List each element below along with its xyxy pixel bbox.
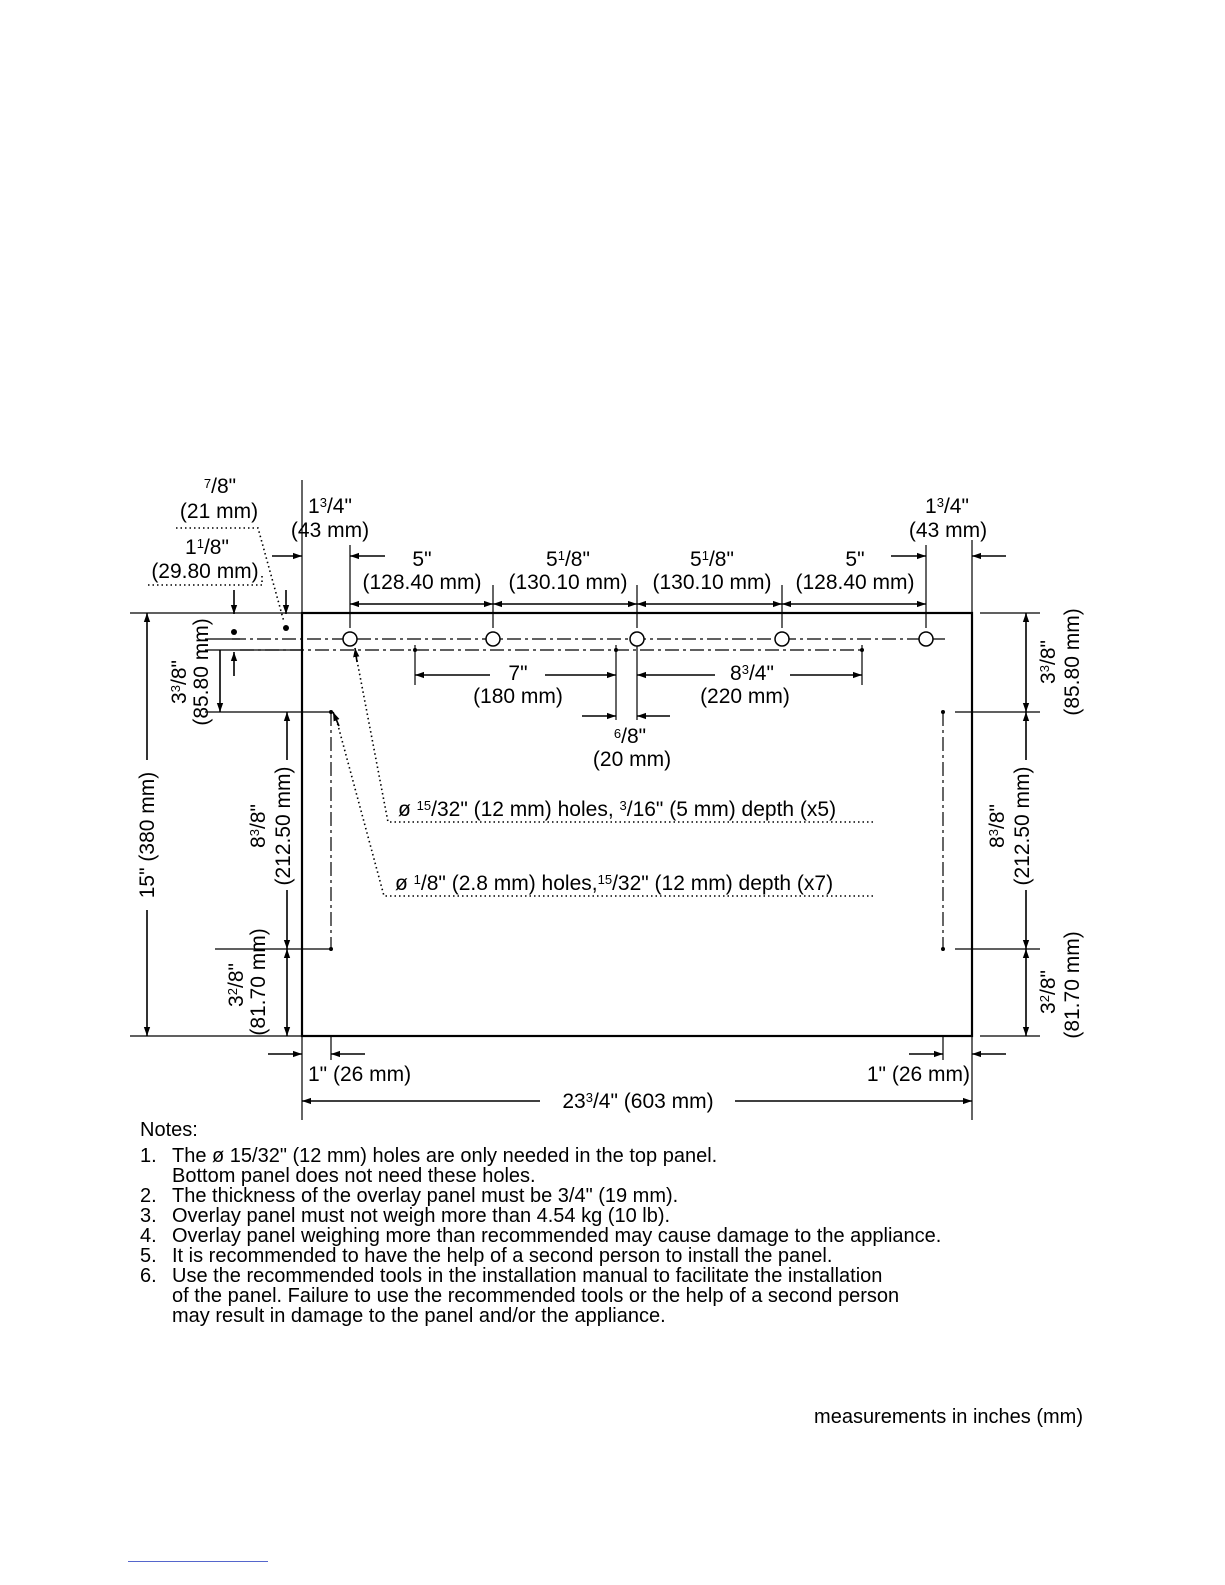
small-hole (231, 629, 237, 635)
dim-left-first-hole: 13/4" (308, 495, 352, 518)
large-hole (342, 631, 358, 647)
svg-text:(180 mm): (180 mm) (473, 685, 563, 708)
svg-text:(43 mm): (43 mm) (909, 519, 987, 542)
notes-section: Notes: 1. The ø 15/32" (12 mm) holes are … (140, 1120, 1140, 1326)
small-hole (941, 710, 945, 714)
dim-left-mid-vertical: 83/8" (247, 804, 270, 848)
dim-small-hole-gap: 6/8" (614, 725, 646, 748)
notes-list: 1. The ø 15/32" (12 mm) holes are only ne… (140, 1146, 1140, 1326)
svg-text:(21 mm): (21 mm) (180, 500, 258, 523)
note-text: It is recommended to have the help of a … (172, 1246, 832, 1266)
callout-small-holes: ø 1/8" (2.8 mm) holes,15/32" (12 mm) dep… (395, 872, 833, 895)
note-number: 6. (140, 1265, 157, 1287)
svg-text:(128.40 mm): (128.40 mm) (362, 571, 481, 594)
note-text: The ø 15/32" (12 mm) holes are only need… (172, 1146, 717, 1186)
dimension-arrows (143, 552, 1030, 1105)
dim-total-height: 15" (380 mm) (136, 772, 159, 899)
dim-small-hole-right: 83/4" (730, 662, 774, 685)
large-hole (918, 631, 934, 647)
dim-left-bottom-vertical: 32/8" (225, 963, 248, 1007)
svg-text:(220 mm): (220 mm) (700, 685, 790, 708)
note-number: 4. (140, 1225, 157, 1247)
note-item: 1. The ø 15/32" (12 mm) holes are only ne… (140, 1146, 1140, 1186)
dim-left-top-vertical: 33/8" (168, 660, 191, 704)
note-line: Overlay panel weighing more than recomme… (172, 1225, 942, 1247)
dim-right-bottom-vertical: 32/8" (1037, 970, 1060, 1014)
note-text: Use the recommended tools in the install… (172, 1266, 899, 1326)
large-hole (485, 631, 501, 647)
dim-bottom-right-inset: 1" (26 mm) (867, 1063, 970, 1086)
dim-right-last-hole: 13/4" (925, 495, 969, 518)
svg-text:(212.50 mm): (212.50 mm) (1011, 766, 1034, 885)
note-line: The thickness of the overlay panel must … (172, 1185, 679, 1207)
note-line: Overlay panel must not weigh more than 4… (172, 1205, 671, 1227)
footer-rule (128, 1561, 268, 1562)
svg-text:(130.10 mm): (130.10 mm) (652, 571, 771, 594)
svg-text:(85.80 mm): (85.80 mm) (1061, 608, 1084, 715)
svg-text:(29.80 mm): (29.80 mm) (151, 560, 258, 583)
small-hole (614, 648, 618, 652)
dim-small-hole-left: 7" (508, 662, 527, 685)
panel-drilling-diagram: 7/8" (21 mm) 11/8" (29.80 mm) 13/4" (43 … (130, 475, 1084, 1120)
small-hole (329, 710, 333, 714)
dim-top-left-offset: 11/8" (185, 536, 229, 559)
dim-spacing-2: 51/8" (546, 548, 590, 571)
note-line: of the panel. Failure to use the recomme… (172, 1285, 900, 1307)
large-hole (629, 631, 645, 647)
note-line: may result in damage to the panel and/or… (172, 1305, 666, 1327)
note-text: Overlay panel weighing more than recomme… (172, 1226, 941, 1246)
note-item: 4. Overlay panel weighing more than recom… (140, 1226, 1140, 1246)
note-text: The thickness of the overlay panel must … (172, 1186, 678, 1206)
dim-right-top-vertical: 33/8" (1037, 640, 1060, 684)
note-item: 2. The thickness of the overlay panel mus… (140, 1186, 1140, 1206)
note-item: 3. Overlay panel must not weigh more than… (140, 1206, 1140, 1226)
note-number: 2. (140, 1185, 157, 1207)
note-number: 3. (140, 1205, 157, 1227)
small-hole (941, 947, 945, 951)
small-hole (860, 648, 864, 652)
svg-text:(128.40 mm): (128.40 mm) (795, 571, 914, 594)
note-line: The ø 15/32" (12 mm) holes are only need… (172, 1145, 718, 1167)
dimension-labels: 7/8" (21 mm) 11/8" (29.80 mm) 13/4" (43 … (136, 475, 1084, 1113)
note-line: Use the recommended tools in the install… (172, 1265, 883, 1287)
svg-text:(85.80 mm): (85.80 mm) (190, 618, 213, 725)
hole-center-lines (232, 638, 945, 955)
note-line: Bottom panel does not need these holes. (172, 1165, 536, 1187)
large-holes (342, 631, 934, 647)
dim-bottom-left-inset: 1" (26 mm) (308, 1063, 411, 1086)
note-line: It is recommended to have the help of a … (172, 1245, 833, 1267)
small-hole (413, 648, 417, 652)
small-holes (231, 625, 945, 951)
leader-lines (148, 527, 873, 897)
svg-text:(130.10 mm): (130.10 mm) (508, 571, 627, 594)
note-number: 1. (140, 1145, 157, 1167)
note-item: 5. It is recommended to have the help of … (140, 1246, 1140, 1266)
measurement-units-note: measurements in inches (mm) (814, 1406, 1083, 1428)
note-number: 5. (140, 1245, 157, 1267)
dim-spacing-3: 51/8" (690, 548, 734, 571)
svg-text:(43 mm): (43 mm) (291, 519, 369, 542)
dim-top-left-edge: 7/8" (204, 475, 236, 498)
dim-total-width: 233/4" (603 mm) (562, 1090, 713, 1113)
dim-right-mid-vertical: 83/8" (986, 804, 1009, 848)
svg-text:(81.70 mm): (81.70 mm) (1061, 931, 1084, 1038)
svg-text:(212.50 mm): (212.50 mm) (272, 766, 295, 885)
note-text: Overlay panel must not weigh more than 4… (172, 1206, 670, 1226)
callout-large-holes: ø 15/32" (12 mm) holes, 3/16" (5 mm) dep… (398, 798, 836, 821)
small-hole (329, 947, 333, 951)
dim-spacing-4: 5" (845, 548, 864, 571)
svg-text:(20 mm): (20 mm) (593, 748, 671, 771)
note-item: 6. Use the recommended tools in the insta… (140, 1266, 1140, 1326)
large-hole (774, 631, 790, 647)
small-hole (283, 625, 289, 631)
svg-text:(81.70 mm): (81.70 mm) (247, 928, 270, 1035)
notes-heading: Notes: (140, 1119, 198, 1141)
dim-spacing-1: 5" (412, 548, 431, 571)
